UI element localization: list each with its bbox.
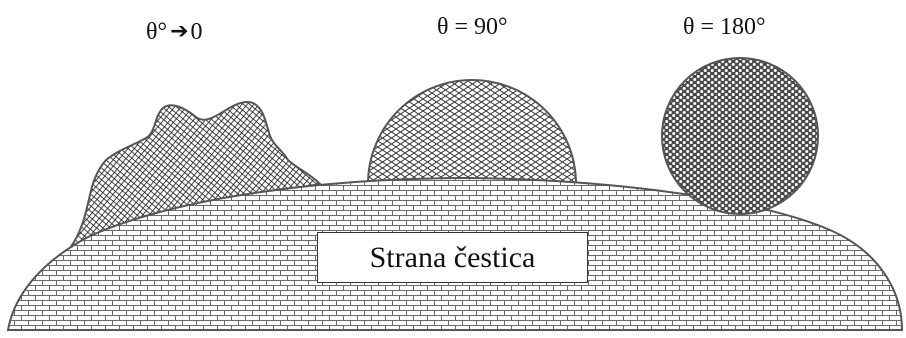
- arrow-right-icon: ➔: [170, 19, 189, 44]
- droplet-contact-180: [661, 57, 819, 215]
- label-contact-angle-zero: θ°➔0: [146, 20, 203, 44]
- theta-symbol: θ°: [146, 19, 168, 45]
- particle-label-box: Strana čestica: [317, 232, 588, 283]
- zero-value: 0: [190, 19, 203, 45]
- label-contact-angle-180: θ = 180°: [683, 14, 766, 40]
- droplet-contact-zero: [67, 101, 323, 251]
- label-contact-angle-90: θ = 90°: [437, 14, 508, 40]
- particle-label: Strana čestica: [369, 240, 536, 274]
- droplet-contact-90: [366, 79, 578, 185]
